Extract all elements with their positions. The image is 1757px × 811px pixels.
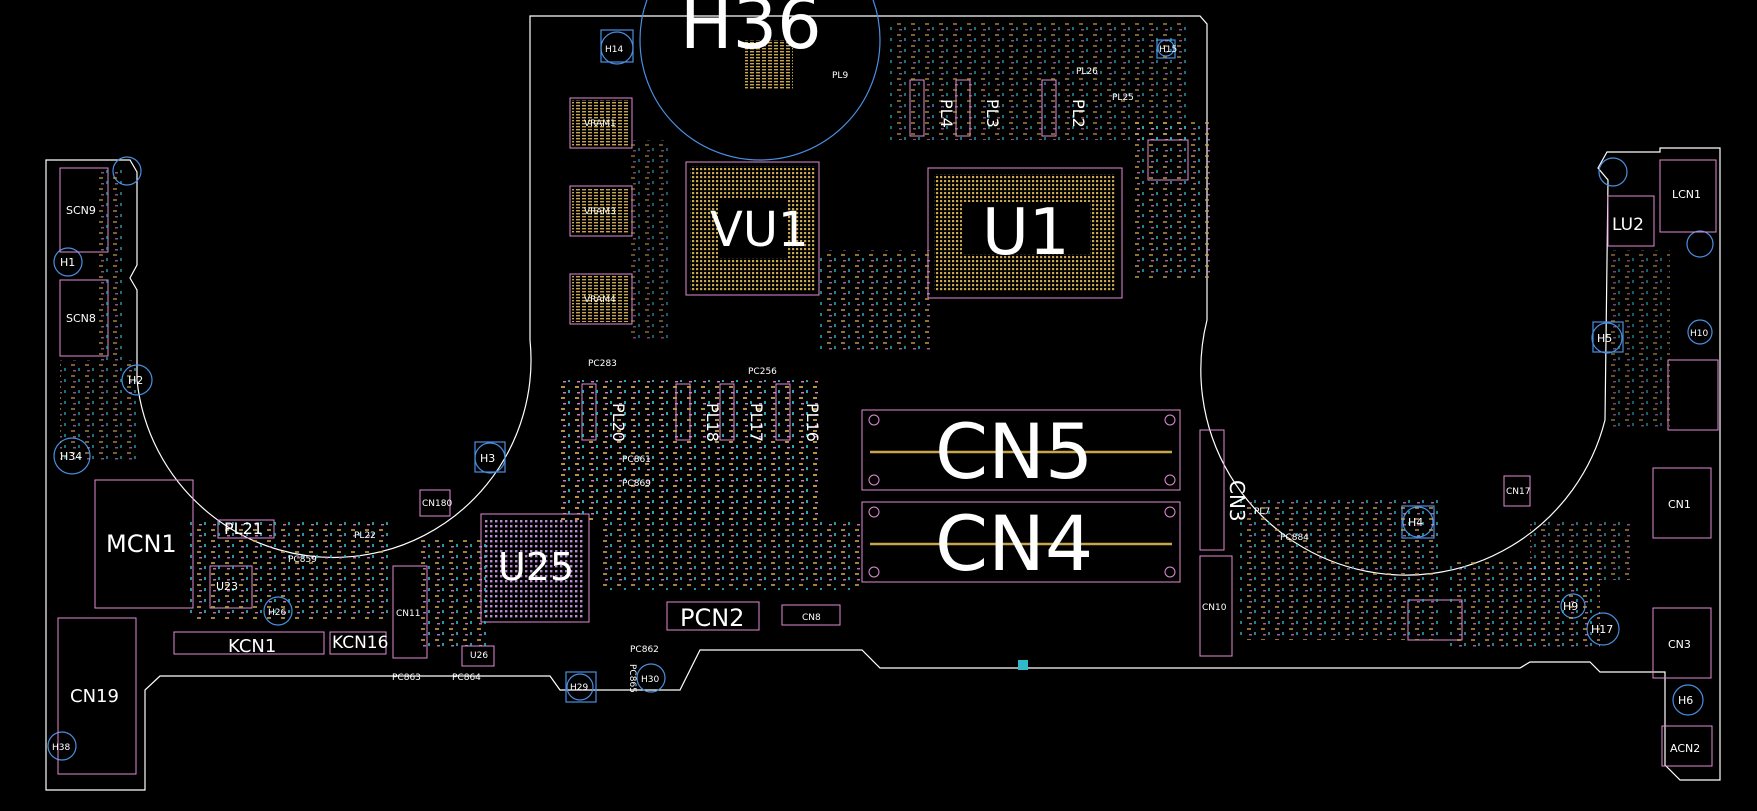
- svg-text:VRAM1: VRAM1: [584, 119, 616, 129]
- svg-text:CN10: CN10: [1202, 603, 1227, 613]
- svg-text:PC864: PC864: [452, 673, 481, 683]
- svg-text:PC865: PC865: [627, 664, 637, 693]
- svg-text:PL3: PL3: [983, 99, 1002, 128]
- svg-text:VRAM3: VRAM3: [584, 207, 616, 217]
- u1-label: U1: [982, 196, 1070, 270]
- svg-text:H17: H17: [1591, 623, 1613, 636]
- svg-text:H3: H3: [480, 452, 495, 465]
- kcn1-label: KCN1: [228, 636, 276, 657]
- svg-text:PC884: PC884: [1280, 533, 1309, 543]
- vram4-pads: [572, 276, 630, 322]
- svg-text:PL21: PL21: [224, 519, 263, 538]
- svg-text:H1: H1: [60, 256, 75, 269]
- vram3-pads: [572, 188, 630, 234]
- lcn1-label: LCN1: [1672, 188, 1701, 201]
- svg-text:PL26: PL26: [1076, 67, 1098, 77]
- kcn16-label: KCN16: [332, 633, 388, 653]
- svg-text:H14: H14: [605, 45, 623, 55]
- svg-text:H6: H6: [1678, 694, 1693, 707]
- u25-bga: [485, 518, 585, 618]
- svg-text:PC283: PC283: [588, 359, 617, 369]
- svg-text:PL20: PL20: [609, 403, 628, 442]
- svg-text:H38: H38: [52, 743, 70, 753]
- svg-text:CN11: CN11: [396, 609, 420, 619]
- svg-text:H15: H15: [1159, 45, 1177, 55]
- cn4-label: CN4: [935, 499, 1093, 588]
- svg-text:PC863: PC863: [392, 673, 421, 683]
- svg-text:H30: H30: [641, 675, 659, 685]
- svg-text:PL2: PL2: [1069, 99, 1088, 128]
- svg-text:CN8: CN8: [802, 613, 821, 623]
- vu1-label: VU1: [710, 202, 809, 258]
- svg-text:H29: H29: [570, 683, 588, 693]
- board-outline: [45, 15, 1721, 791]
- cn19-label: CN19: [70, 686, 119, 707]
- cn5-label: CN5: [935, 407, 1093, 496]
- svg-text:U23: U23: [216, 580, 238, 593]
- svg-text:SCN9: SCN9: [66, 204, 96, 217]
- svg-text:PL25: PL25: [1112, 93, 1134, 103]
- svg-text:H10: H10: [1690, 329, 1708, 339]
- cn3-vertical-label: CN3: [1225, 480, 1249, 522]
- svg-text:H2: H2: [128, 374, 143, 387]
- svg-text:H26: H26: [268, 608, 286, 618]
- vram1-pads: [572, 100, 630, 146]
- svg-text:PL9: PL9: [832, 71, 848, 81]
- smd-clusters: [60, 20, 1670, 650]
- svg-text:PC256: PC256: [748, 367, 777, 377]
- svg-text:VRAM4: VRAM4: [584, 295, 616, 305]
- svg-text:PL7: PL7: [1254, 507, 1270, 517]
- lu2-label: LU2: [1612, 215, 1644, 235]
- svg-text:ACN2: ACN2: [1670, 742, 1700, 755]
- u25-label: U25: [498, 545, 574, 589]
- svg-text:CN180: CN180: [422, 499, 452, 509]
- svg-text:PL22: PL22: [354, 531, 376, 541]
- svg-text:PL18: PL18: [703, 403, 722, 442]
- h36-label: H36: [680, 0, 822, 65]
- svg-text:U26: U26: [470, 651, 488, 661]
- svg-text:PC862: PC862: [630, 645, 659, 655]
- svg-text:CN1: CN1: [1668, 498, 1691, 511]
- h36-hole-circle: [639, 0, 881, 161]
- svg-text:CN17: CN17: [1506, 487, 1530, 497]
- mcn1-label: MCN1: [106, 530, 177, 558]
- svg-text:SCN8: SCN8: [66, 312, 96, 325]
- svg-text:H34: H34: [60, 450, 82, 463]
- svg-text:CN3: CN3: [1668, 638, 1691, 651]
- pcn2-label: PCN2: [680, 604, 744, 632]
- svg-text:PC861: PC861: [622, 455, 651, 465]
- svg-text:PL17: PL17: [747, 403, 766, 442]
- svg-text:H9: H9: [1563, 600, 1578, 613]
- memory-slots: [861, 409, 1181, 583]
- svg-text:PL4: PL4: [937, 99, 956, 128]
- svg-text:PC859: PC859: [288, 555, 317, 565]
- svg-text:PL16: PL16: [803, 403, 822, 442]
- svg-text:H4: H4: [1408, 516, 1423, 529]
- svg-text:H5: H5: [1597, 332, 1612, 345]
- svg-text:PC869: PC869: [622, 479, 651, 489]
